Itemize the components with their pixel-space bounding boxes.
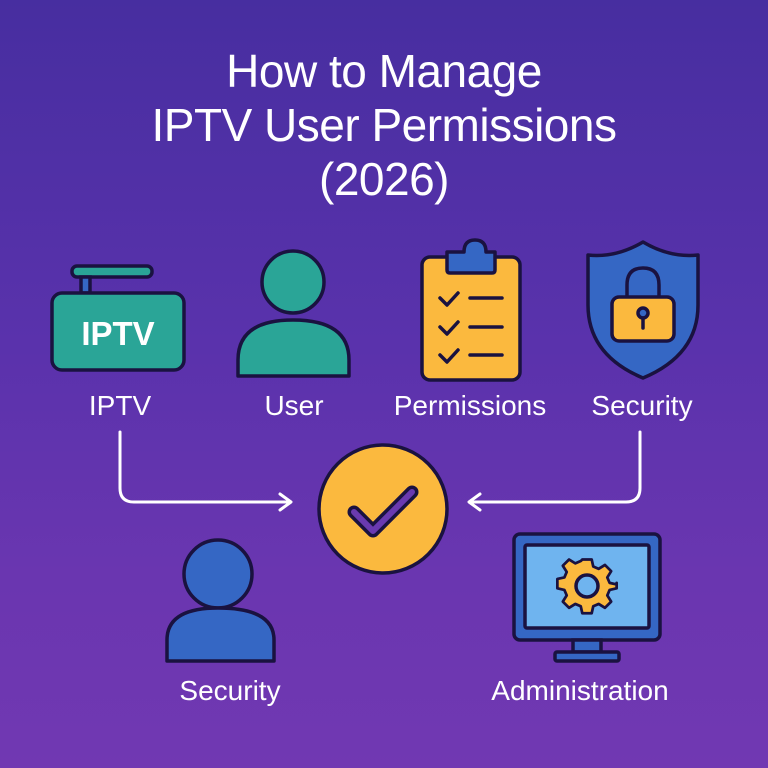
label-iptv: IPTV: [88, 390, 152, 421]
connector-right-arrow: [467, 430, 642, 512]
title-line-2: IPTV User Permissions: [151, 99, 617, 151]
label-administration: Administration: [491, 675, 669, 706]
label-security-bottom: Security: [179, 675, 281, 706]
connector-left-arrow: [118, 430, 293, 512]
monitor-gear-icon: [512, 532, 662, 663]
title-line-1: How to Manage: [226, 45, 542, 97]
tv-icon: [50, 264, 186, 372]
title-line-3: (2026): [319, 153, 449, 205]
clipboard-checklist-icon: [420, 238, 522, 382]
shield-lock-icon: [586, 240, 700, 380]
page-title: How to Manage IPTV User Permissions (202…: [0, 44, 768, 206]
tv-icon-text: IPTV: [81, 315, 154, 352]
user-icon: [236, 249, 351, 378]
user-icon-security: [165, 538, 276, 663]
label-permissions: Permissions: [393, 390, 547, 421]
label-user: User: [264, 390, 324, 421]
checkmark-circle-icon: [317, 443, 449, 575]
label-security: Security: [591, 390, 693, 421]
